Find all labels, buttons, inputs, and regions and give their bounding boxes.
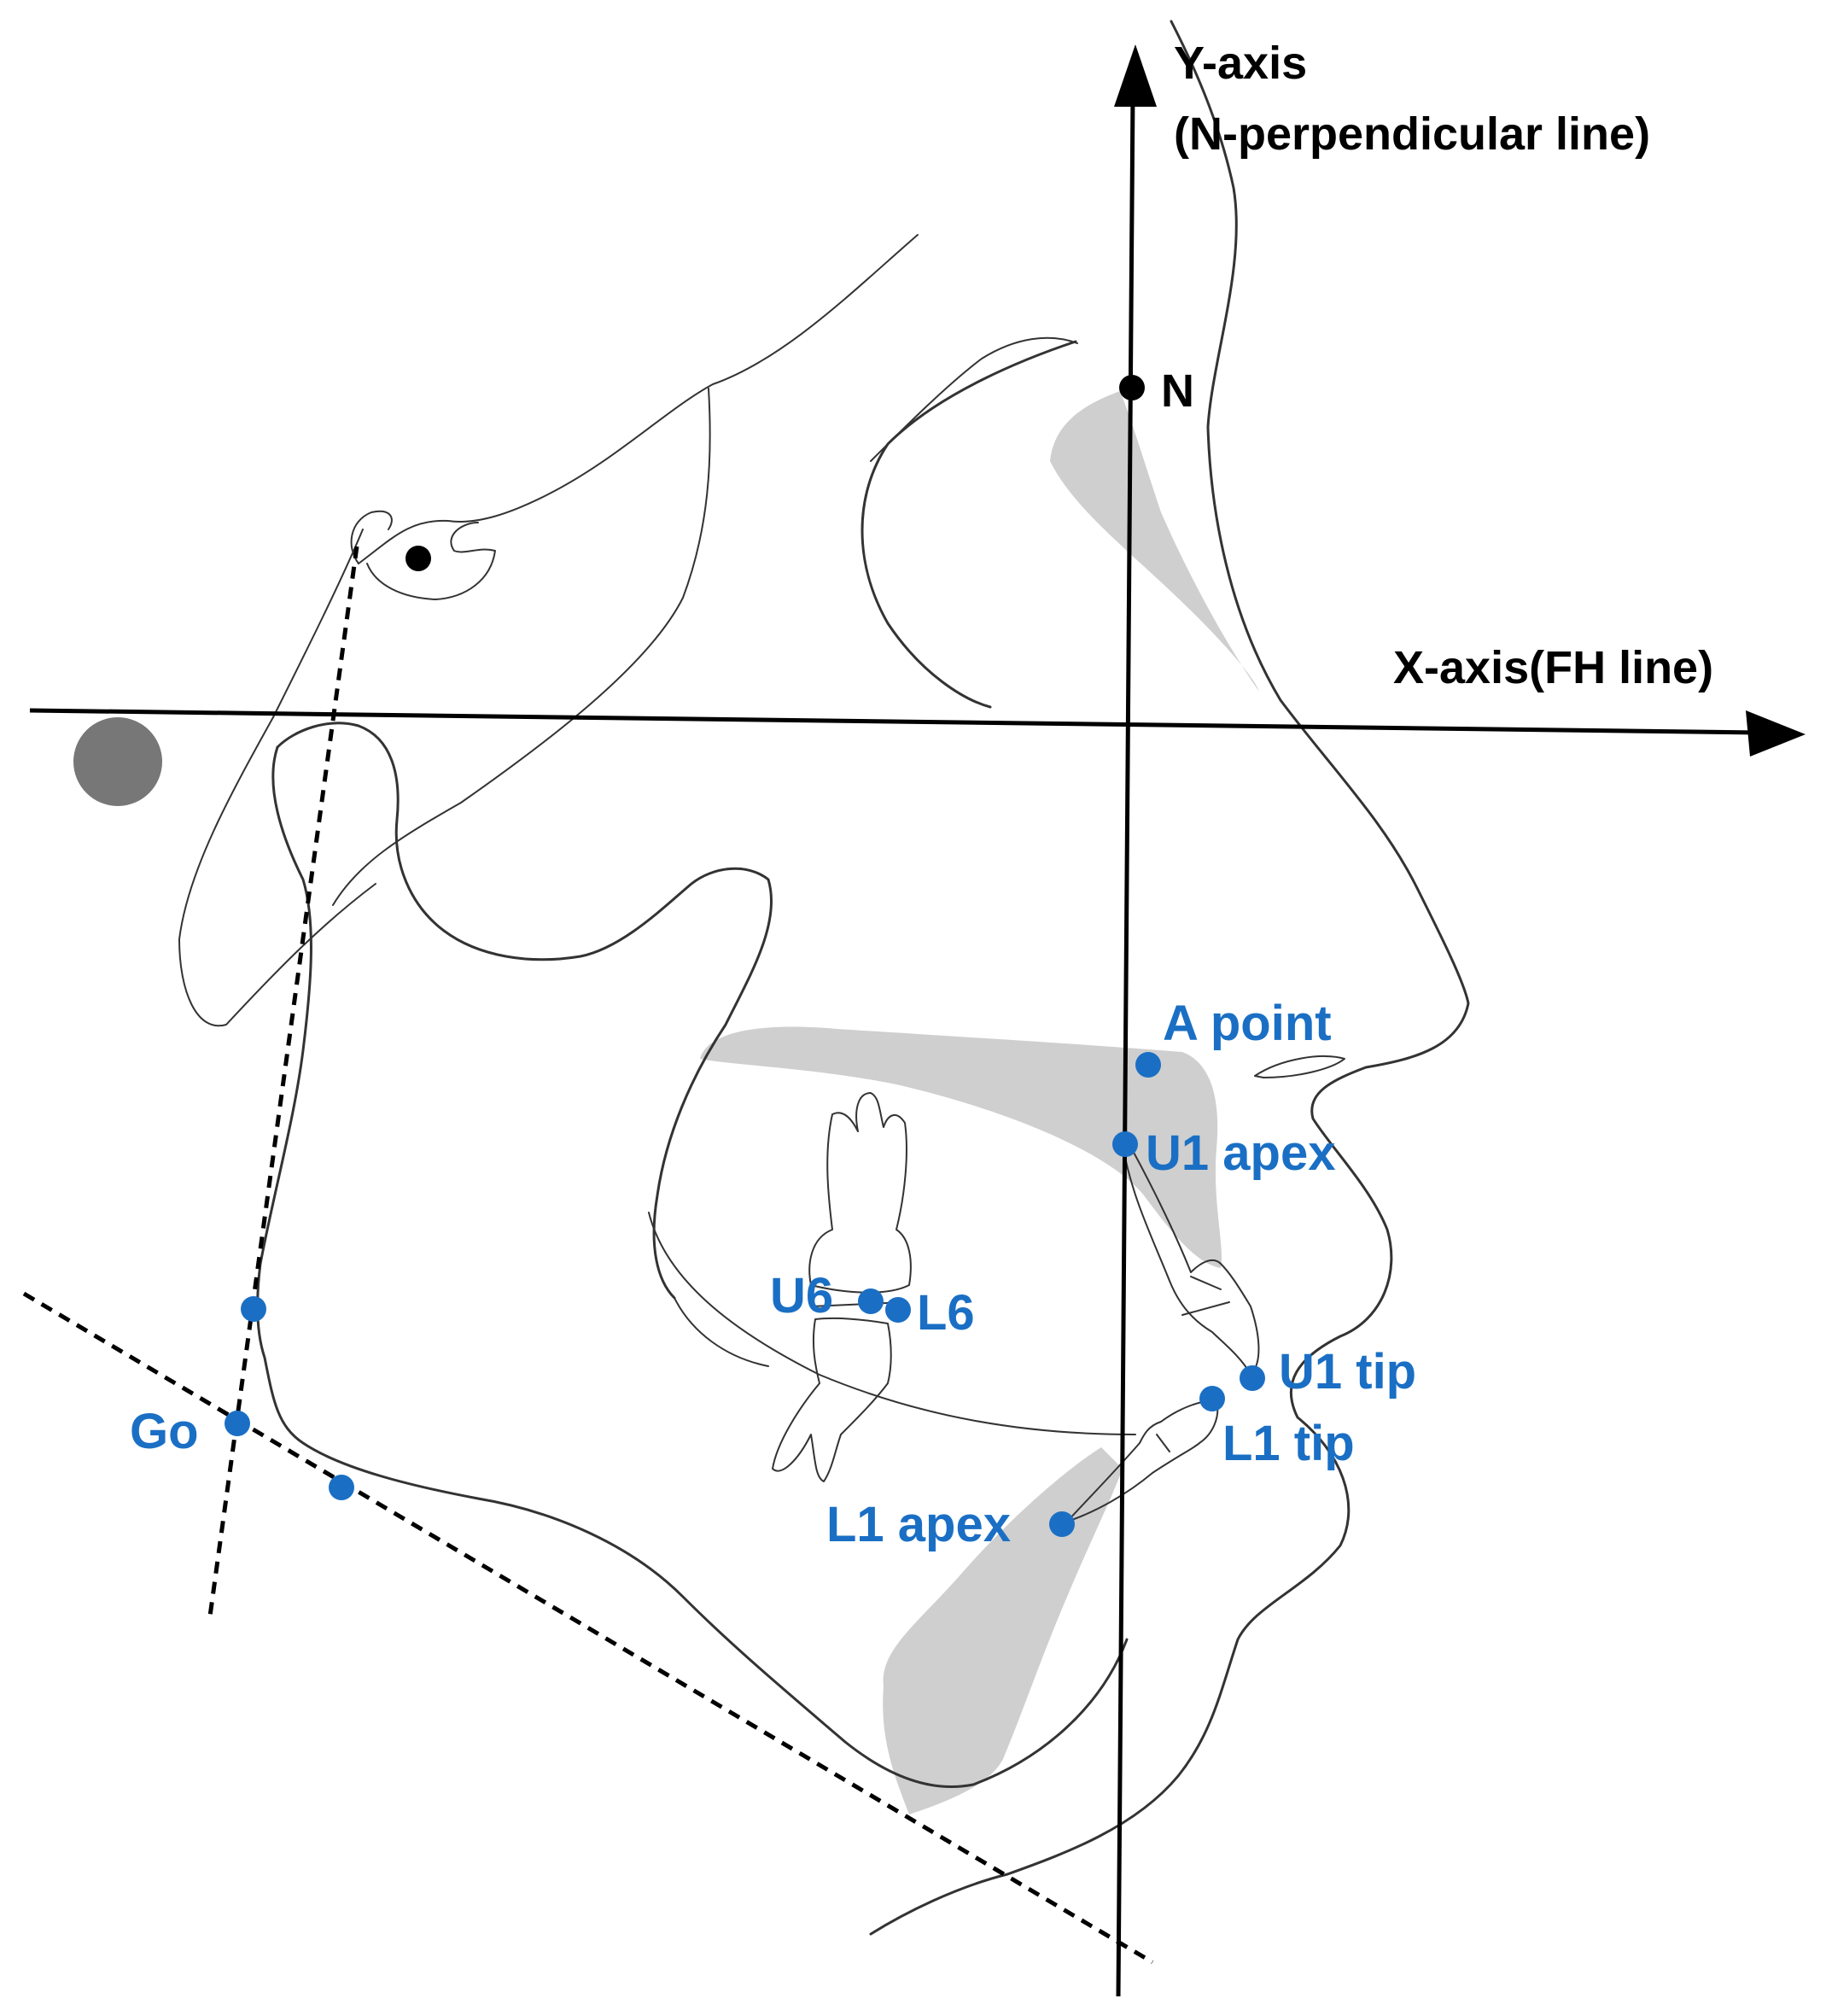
sphenoid-outline [332, 388, 711, 906]
u6-label: U6 [770, 1268, 833, 1324]
x-axis-arrowhead [1746, 710, 1806, 757]
clivus-outline [178, 529, 376, 1027]
upper-molar-outline [808, 1092, 912, 1294]
x-axis-line [29, 708, 1759, 735]
a-point-label: A point [1163, 996, 1332, 1051]
lower-molar-outline [772, 1317, 892, 1482]
porion-circle [73, 717, 162, 806]
symphysis-shading [883, 1447, 1123, 1814]
ear-rod-outline [350, 510, 393, 564]
u6-marker [858, 1288, 884, 1314]
palate-shading [700, 1026, 1222, 1268]
nasal-bone-shading [1050, 391, 1259, 692]
upper-incisor-outline [1122, 1139, 1260, 1376]
sella-point-marker [405, 546, 431, 571]
y-axis-arrowhead [1114, 44, 1157, 107]
lower-lip-curve [674, 1297, 769, 1367]
u1-tip-label: U1 tip [1279, 1344, 1416, 1400]
sella-turcica-outline [366, 522, 496, 600]
menton-side-marker [329, 1475, 354, 1500]
n-point-marker [1119, 375, 1145, 400]
n-point-label: N [1161, 365, 1194, 417]
incisor-crown-lines [1156, 1276, 1230, 1452]
y-axis-label-line2: (N-perpendicular line) [1174, 108, 1650, 160]
soft-tissue-profile [869, 20, 1470, 1936]
l1-apex-label: L1 apex [826, 1497, 1011, 1552]
u1-apex-marker [1112, 1131, 1138, 1157]
x-axis-label: X-axis(FH line) [1393, 642, 1713, 693]
cranial-base-outline [358, 234, 919, 564]
y-axis-line [1116, 93, 1135, 1997]
ramus-outline [256, 745, 1129, 1789]
go-label: Go [130, 1404, 199, 1459]
mandibular-plane-line [22, 1291, 1154, 1965]
go-marker [225, 1411, 250, 1436]
u1-tip-marker [1240, 1365, 1265, 1391]
orbit-outline [860, 340, 1077, 709]
mandible-outline [276, 722, 773, 1300]
l6-marker [885, 1297, 911, 1323]
l1-apex-marker [1049, 1511, 1075, 1537]
occlusal-curve [648, 1212, 1136, 1435]
l6-label: L6 [917, 1285, 975, 1341]
a-point-marker [1135, 1052, 1161, 1078]
l1-tip-marker [1199, 1386, 1225, 1411]
u1-apex-label: U1 apex [1146, 1125, 1335, 1181]
y-axis-label-line1: Y-axis [1174, 38, 1307, 89]
frontal-outline [870, 336, 1078, 462]
l1-tip-label: L1 tip [1222, 1416, 1355, 1471]
ramus-tangent-line [207, 546, 359, 1623]
ramus-point-marker [241, 1296, 266, 1322]
nostril-outline [1254, 1055, 1345, 1078]
